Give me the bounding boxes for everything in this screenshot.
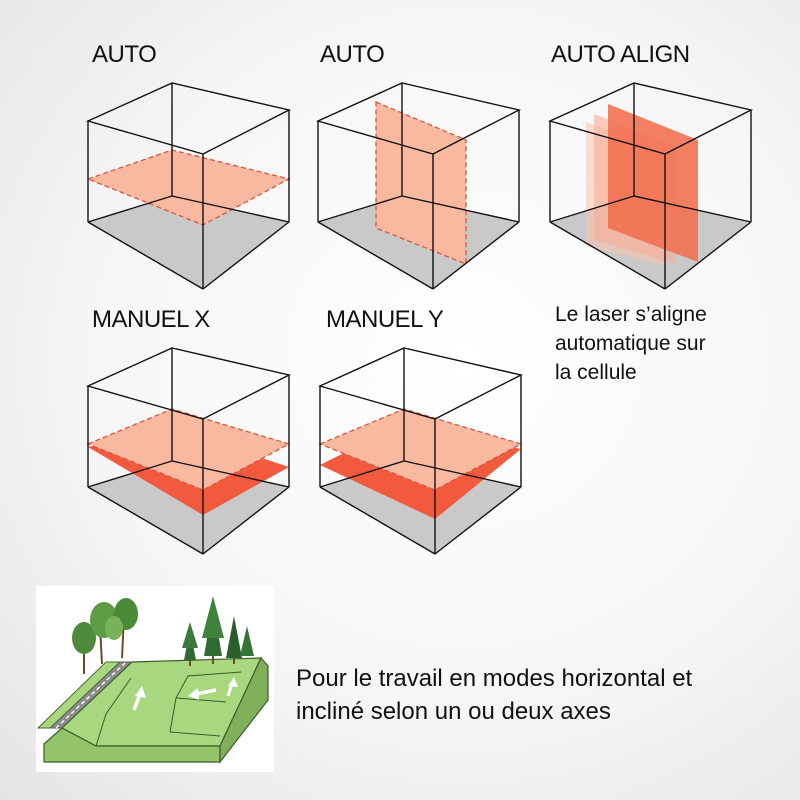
mode-label-manual-x: MANUEL X [92, 306, 210, 333]
auto-align-description: Le laser s’aligne automatique sur la cel… [555, 300, 785, 387]
caption-line: incliné selon un ou deux axes [296, 698, 611, 725]
cube-auto-vertical [316, 82, 522, 290]
laser-plane-reference [318, 408, 523, 491]
description-line: Le laser s’aligne [555, 303, 707, 326]
cube-manual-y [318, 347, 524, 555]
mode-label-auto-horizontal: AUTO [92, 41, 157, 68]
terrain-drawing [36, 596, 269, 764]
cube-auto-align [548, 82, 754, 290]
up-arrow-icon [132, 686, 146, 711]
description-line: la cellule [555, 361, 637, 384]
mode-label-manual-y: MANUEL Y [326, 306, 444, 333]
terrain-caption: Pour le travail en modes horizontal et i… [296, 662, 786, 728]
laser-plane-vertical [375, 101, 467, 265]
mode-label-auto-vertical: AUTO [320, 41, 385, 68]
tree-icon [182, 596, 254, 666]
terrain-side-face [219, 656, 269, 764]
cube-manual-x [86, 347, 292, 555]
terrain-illustration [36, 586, 274, 772]
left-arrow-icon [188, 688, 217, 700]
tree-icon [72, 598, 138, 674]
description-line: automatique sur [555, 332, 706, 355]
cube-floor [88, 196, 289, 289]
mode-label-auto-align: AUTO ALIGN [551, 41, 690, 68]
caption-line: Pour le travail en modes horizontal et [296, 665, 693, 692]
up-arrow-icon [226, 677, 238, 697]
cube-auto-horizontal [86, 82, 292, 290]
laser-plane-reference [86, 408, 291, 491]
grass-verge [36, 661, 122, 729]
